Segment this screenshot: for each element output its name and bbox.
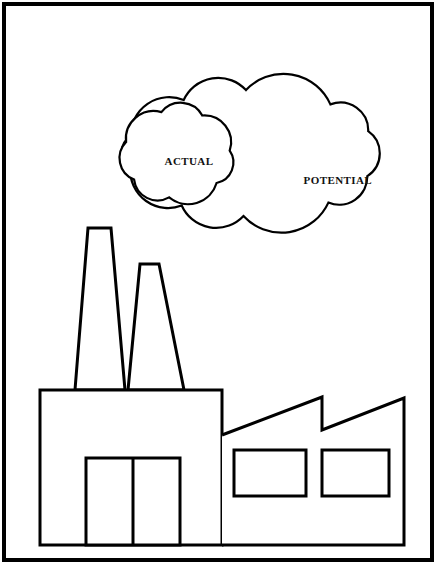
window (322, 450, 389, 496)
region-label: ACTUAL (165, 155, 214, 167)
frame-border (4, 4, 432, 560)
door-split (132, 458, 135, 545)
sawtooth-hall (222, 397, 404, 545)
cloud-region: ACTUAL (106, 92, 248, 216)
chimney (75, 228, 125, 390)
region-label: POTENTIAL (304, 174, 372, 186)
cloud-region: POTENTIAL ACTUAL (104, 68, 398, 238)
window (234, 450, 306, 496)
chimney (128, 264, 184, 390)
cloud-shape (120, 103, 234, 204)
cloud-outline (106, 92, 248, 216)
main-building (40, 390, 222, 545)
building-door (86, 458, 180, 545)
